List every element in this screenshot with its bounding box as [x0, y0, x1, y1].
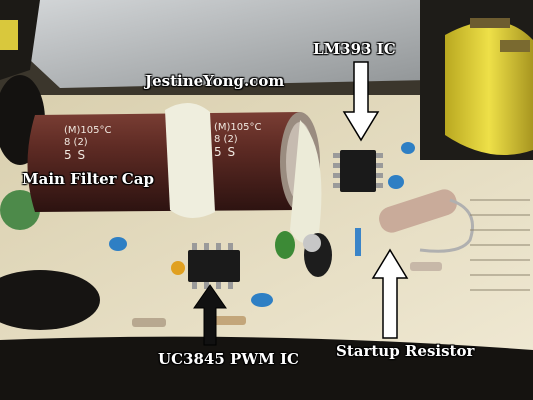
- arrow-lm393: [342, 61, 380, 142]
- arrow-pwm-ic: [193, 284, 227, 346]
- blue-capacitor: [388, 175, 404, 189]
- small-resistor: [355, 228, 361, 256]
- label-main-filter-cap: Main Filter Cap: [22, 170, 154, 188]
- green-capacitor: [0, 190, 40, 230]
- silkscreen: [470, 199, 530, 291]
- label-lm393-ic: LM393 IC: [313, 40, 396, 58]
- small-resistor: [212, 316, 246, 325]
- startup-resistor: [379, 189, 457, 233]
- heatsink: [20, 0, 440, 88]
- yellow-part-left: [0, 20, 18, 50]
- blue-capacitor: [401, 142, 415, 154]
- small-green-capacitor: [275, 231, 295, 259]
- capacitor-marking-left: (M)105°C 8 (2) 5 S: [64, 125, 112, 162]
- site-watermark: JestineYong.com: [145, 72, 285, 90]
- glue-blob: [290, 120, 322, 244]
- transformer-pin: [500, 40, 530, 52]
- transformer-pin: [470, 18, 510, 28]
- label-startup-resistor: Startup Resistor: [336, 342, 475, 360]
- blue-capacitor: [109, 237, 127, 251]
- transformer-coil: [445, 21, 533, 156]
- blue-capacitor: [251, 293, 273, 307]
- board-edge-shadow: [0, 336, 533, 400]
- uc3845-pwm-ic: [188, 250, 240, 282]
- dark-component: [0, 270, 100, 330]
- lm393-ic: [340, 150, 376, 192]
- arrow-startup-resistor: [371, 248, 409, 339]
- orange-capacitor: [171, 261, 185, 275]
- small-resistor: [410, 262, 442, 271]
- glue-band: [165, 102, 215, 219]
- label-pwm-ic: UC3845 PWM IC: [158, 350, 299, 368]
- capacitor-marking-right: (M)105°C 8 (2) 5 S: [214, 122, 262, 159]
- small-resistor: [132, 318, 166, 327]
